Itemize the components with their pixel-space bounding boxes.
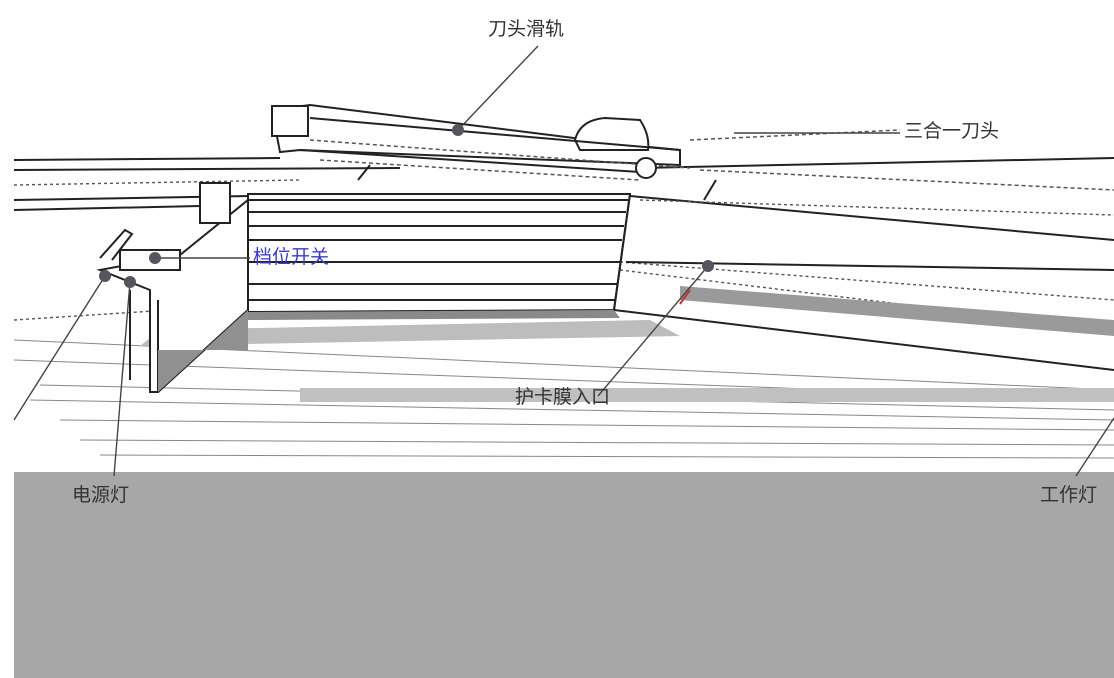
blade-rail-assembly [270, 103, 717, 201]
central-box [247, 193, 632, 314]
marker-blade-rail [452, 124, 464, 136]
label-three-in-one-blade: 三合一刀头 [904, 120, 1000, 142]
label-blade-rail: 刀头滑轨 [488, 18, 565, 40]
left-end-shade [158, 310, 248, 392]
box-front-lip [140, 320, 680, 346]
marker-power-light-a [99, 270, 111, 282]
label-film-entry: 护卡膜入口 [515, 386, 611, 408]
label-power-light: 电源灯 [72, 484, 130, 506]
label-gear-switch: 档位开关 [253, 246, 330, 268]
marker-gear-switch [149, 252, 161, 264]
machine-body-front [14, 472, 1114, 678]
callout-markers [99, 124, 714, 288]
leader-lines [13, 45, 1114, 477]
entry-accent [679, 289, 691, 305]
blade-rail-dashes [309, 129, 1114, 191]
label-work-light: 工作灯 [1040, 484, 1098, 506]
marker-power-light-b [124, 276, 136, 288]
blade-head-wheel [635, 157, 657, 179]
marker-film-entry [702, 260, 714, 272]
table-shadow-band [300, 388, 1114, 402]
right-unit-shade [680, 286, 1114, 336]
box-base-strip [248, 310, 620, 320]
